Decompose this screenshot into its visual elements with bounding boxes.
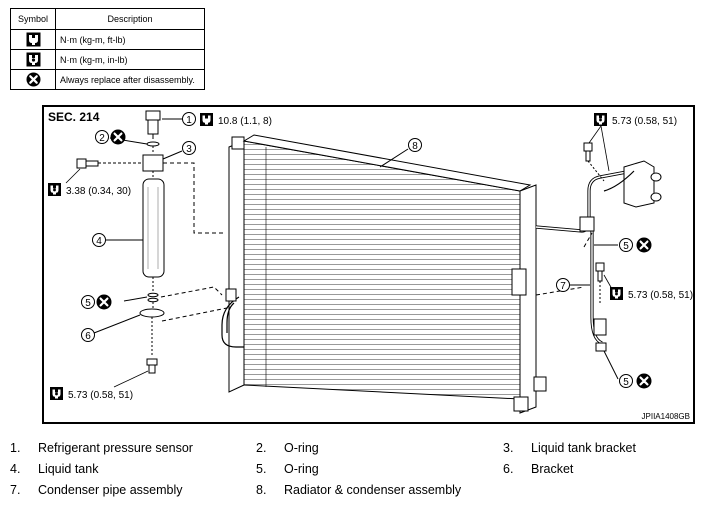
legend-header-symbol: Symbol bbox=[10, 8, 56, 30]
svg-text:4: 4 bbox=[96, 236, 102, 247]
part-number: 5. bbox=[256, 462, 267, 476]
part-name: O-ring bbox=[284, 441, 319, 455]
pressure-sensor-body bbox=[147, 119, 159, 135]
svg-text:1: 1 bbox=[186, 115, 192, 126]
svg-text:2: 2 bbox=[99, 133, 105, 144]
legend-row: N·m (kg-m, in-lb) bbox=[10, 49, 205, 70]
always-replace-icon bbox=[635, 372, 653, 390]
svg-text:7: 7 bbox=[560, 281, 566, 292]
svg-text:6: 6 bbox=[85, 331, 91, 342]
svg-text:3: 3 bbox=[186, 144, 192, 155]
liquid-tank-shape bbox=[142, 178, 165, 278]
svg-text:5: 5 bbox=[623, 241, 629, 252]
always-replace-icon bbox=[635, 236, 653, 254]
o-ring-lower-1 bbox=[147, 292, 159, 298]
part-number: 8. bbox=[256, 483, 267, 497]
legend-header-row: Symbol Description bbox=[10, 8, 205, 30]
parts-list: 1. Refrigerant pressure sensor 2. O-ring… bbox=[10, 441, 710, 507]
callout-4: 4 bbox=[92, 233, 143, 247]
part-name: Condenser pipe assembly bbox=[38, 483, 183, 497]
torque-wrench-small-icon bbox=[50, 387, 63, 400]
part-number: 2. bbox=[256, 441, 267, 455]
svg-text:5: 5 bbox=[623, 377, 629, 388]
svg-text:5: 5 bbox=[85, 298, 91, 309]
legend-row: N·m (kg-m, ft-lb) bbox=[10, 29, 205, 50]
pipe-top-bolt bbox=[583, 142, 593, 152]
callout-8: 8 bbox=[379, 138, 422, 168]
part-number: 1. bbox=[10, 441, 21, 455]
always-replace-icon bbox=[95, 293, 113, 311]
callout-5-left: 5 bbox=[81, 295, 148, 309]
liquid-tank-bracket-shape bbox=[142, 154, 164, 172]
legend-description: N·m (kg-m, in-lb) bbox=[55, 49, 205, 70]
legend-header-description: Description bbox=[55, 8, 205, 30]
callout-5-right-top: 5 bbox=[594, 238, 633, 252]
section-label: SEC. 214 bbox=[48, 110, 100, 124]
o-ring-top bbox=[146, 141, 160, 147]
part-name: Liquid tank bracket bbox=[531, 441, 636, 455]
part-name: Bracket bbox=[531, 462, 574, 476]
legend-description: N·m (kg-m, ft-lb) bbox=[55, 29, 205, 50]
bracket-bolt bbox=[76, 158, 87, 169]
sensor-torque-label: 10.8 (1.1, 8) bbox=[218, 116, 272, 127]
always-replace-icon bbox=[109, 128, 127, 146]
legend-row: Always replace after disassembly. bbox=[10, 69, 205, 90]
always-replace-icon bbox=[26, 72, 40, 87]
pressure-sensor-shape bbox=[145, 110, 161, 121]
pipe-top-torque-label: 5.73 (0.58, 51) bbox=[612, 116, 677, 127]
torque-wrench-icon bbox=[26, 32, 40, 47]
tank-bottom-torque-label: 5.73 (0.58, 51) bbox=[68, 390, 133, 401]
part-name: Refrigerant pressure sensor bbox=[38, 441, 193, 455]
figure-code: JPIIA1408GB bbox=[642, 412, 690, 421]
bracket-shape bbox=[139, 308, 165, 318]
part-name: Radiator & condenser assembly bbox=[284, 483, 462, 497]
pipe-mid-bolt bbox=[595, 262, 605, 272]
part-number: 7. bbox=[10, 483, 21, 497]
legend-description: Always replace after disassembly. bbox=[55, 69, 205, 90]
part-number: 6. bbox=[503, 462, 514, 476]
callout-6: 6 bbox=[81, 314, 141, 342]
exploded-view-diagram: SEC. 214 bbox=[42, 105, 695, 424]
part-name: O-ring bbox=[284, 462, 319, 476]
bracket-bolt-torque-label: 3.38 (0.34, 30) bbox=[66, 186, 131, 197]
tank-bottom-bolt bbox=[146, 358, 158, 366]
torque-wrench-small-icon bbox=[48, 183, 61, 196]
torque-wrench-icon bbox=[200, 113, 213, 126]
diagram-drawing: SEC. 214 bbox=[48, 110, 693, 421]
callout-1: 1 bbox=[162, 112, 196, 126]
part-number: 4. bbox=[10, 462, 21, 476]
torque-wrench-small-icon bbox=[26, 52, 40, 67]
callout-5-right-bottom: 5 bbox=[603, 350, 633, 388]
o-ring-lower-2 bbox=[147, 297, 159, 303]
callout-7: 7 bbox=[556, 278, 590, 292]
pipe-mid-torque-label: 5.73 (0.58, 51) bbox=[628, 290, 693, 301]
part-number: 3. bbox=[503, 441, 514, 455]
svg-text:8: 8 bbox=[412, 141, 418, 152]
symbol-legend-table: Symbol Description N·m (kg-m, ft-lb) N·m… bbox=[10, 8, 205, 90]
part-name: Liquid tank bbox=[38, 462, 99, 476]
torque-wrench-small-icon bbox=[594, 113, 607, 126]
callout-3: 3 bbox=[162, 141, 196, 160]
